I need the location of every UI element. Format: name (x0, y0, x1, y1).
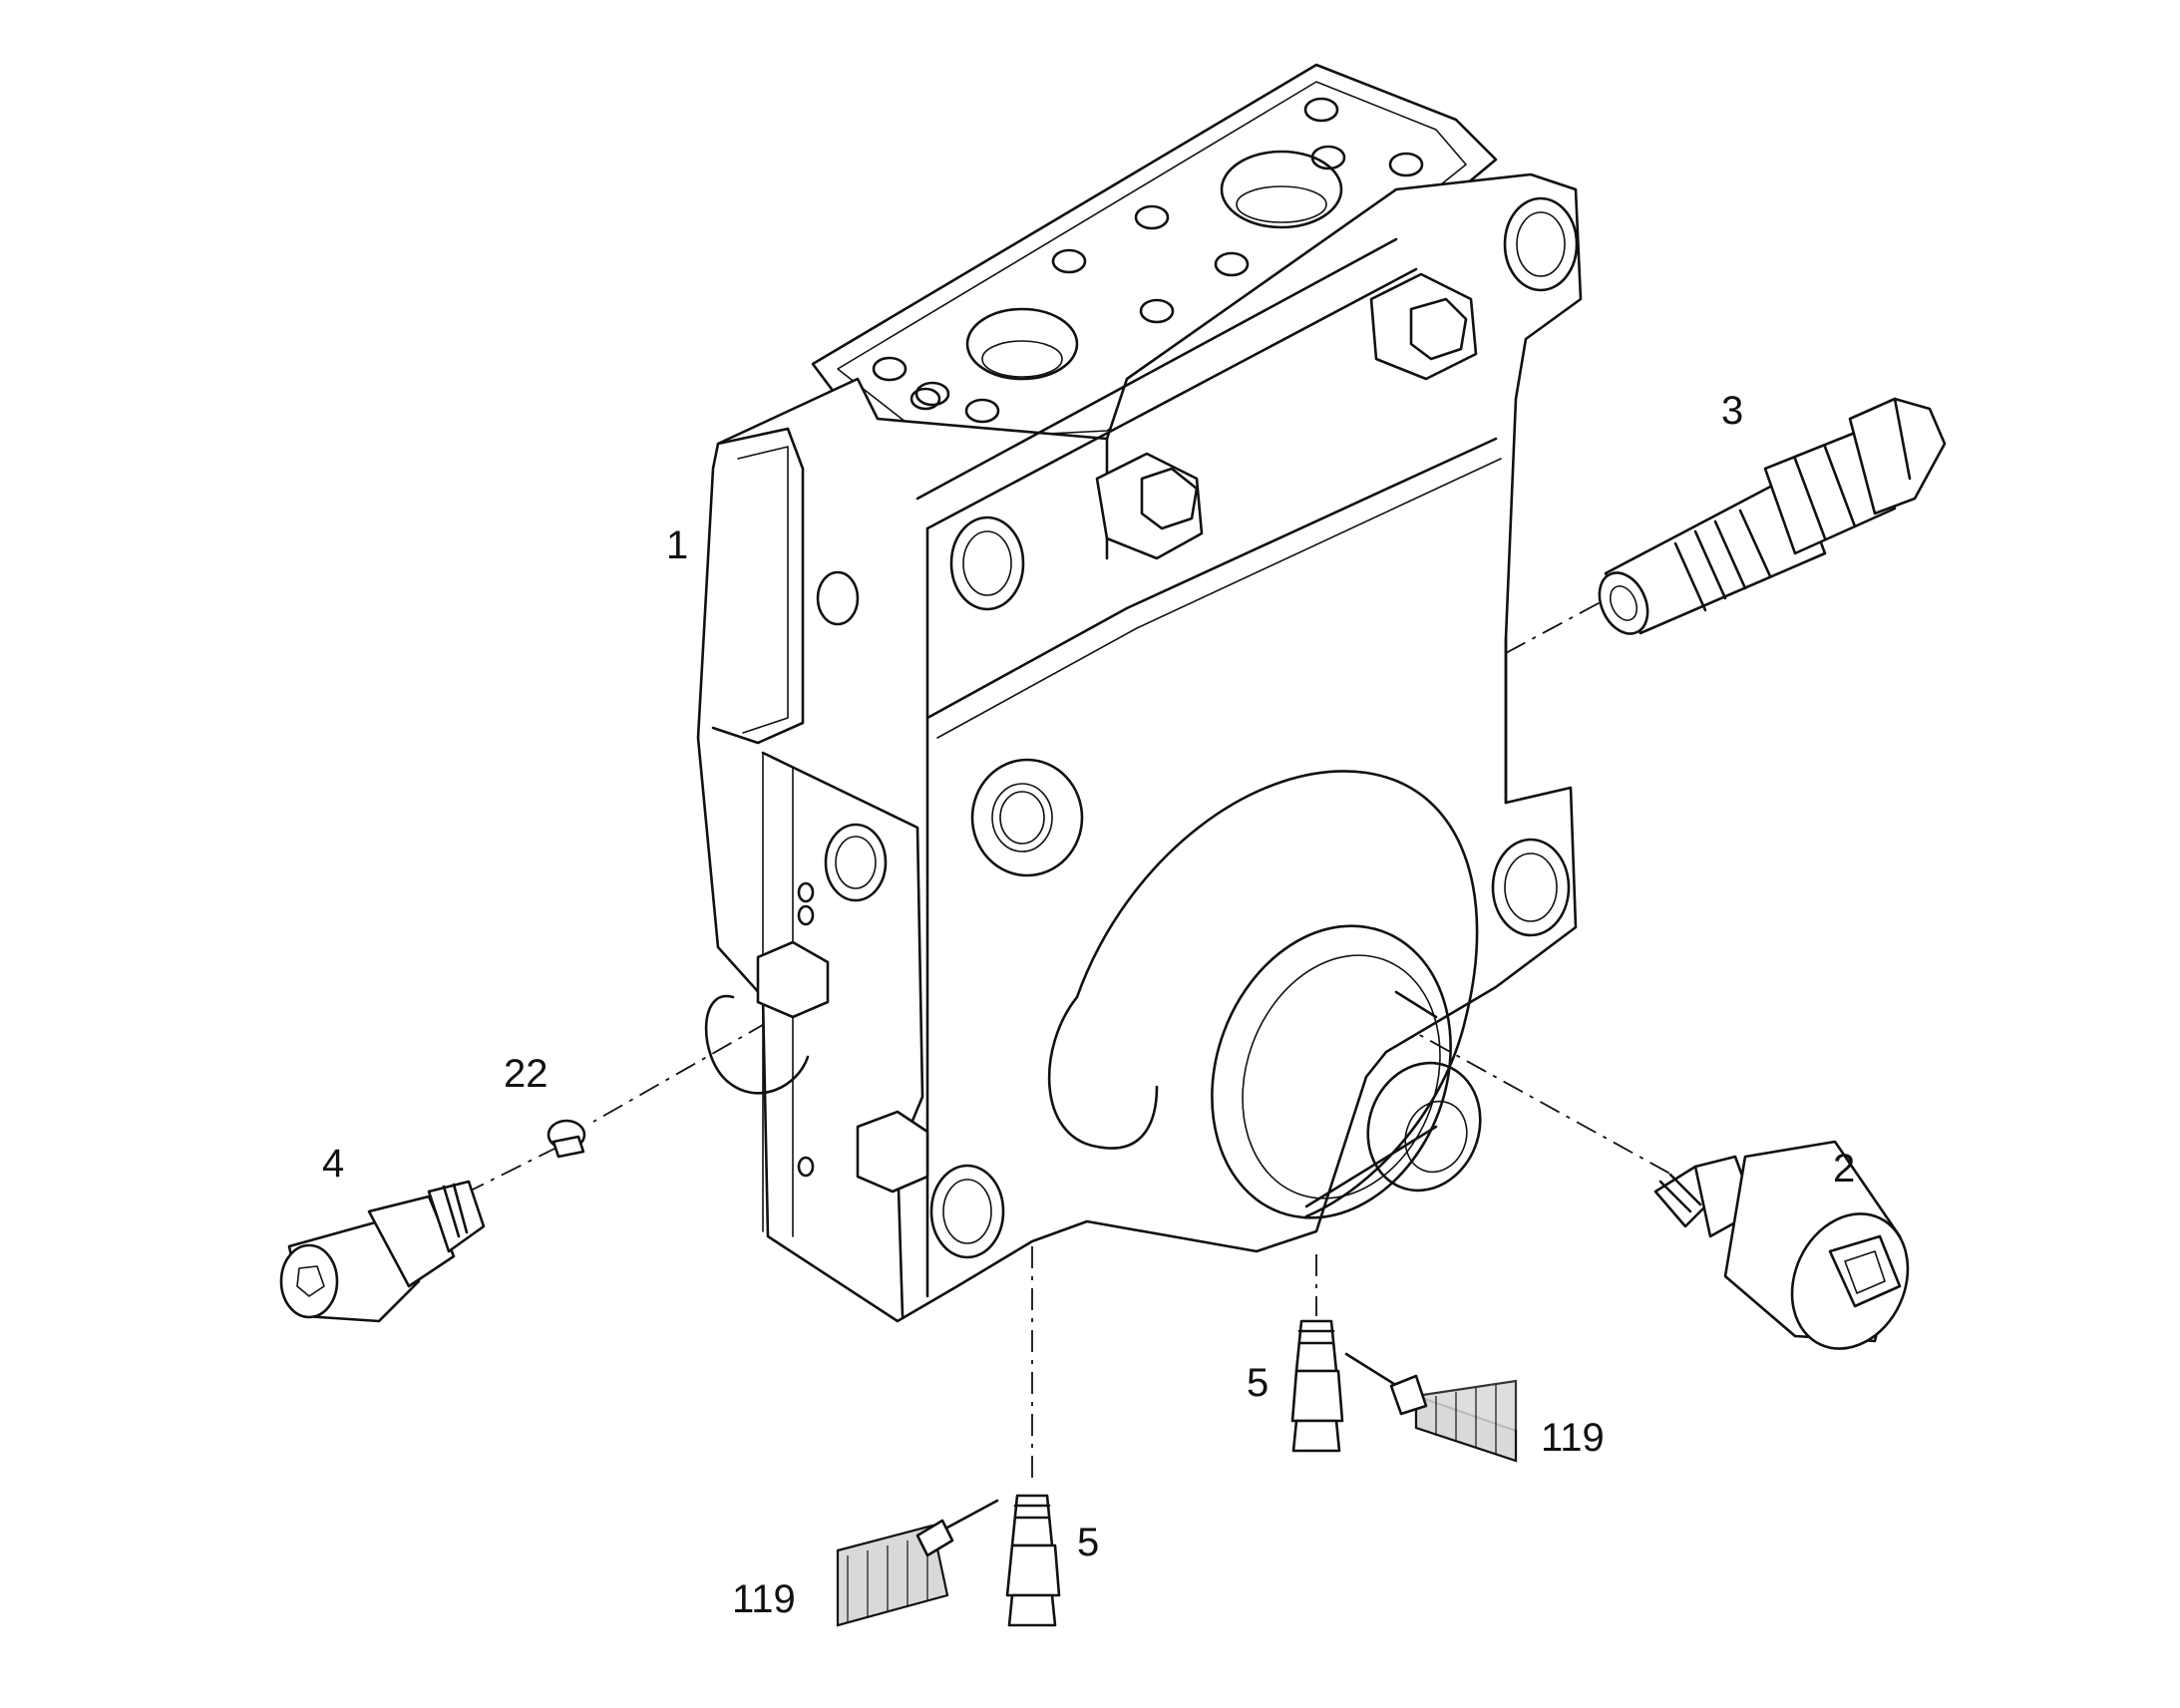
callout-cartridge-valve: 3 (1721, 389, 1743, 433)
top-bolts (1095, 272, 1478, 560)
relief-valve (279, 1180, 486, 1323)
callout-seal: 22 (504, 1052, 548, 1096)
callout-fitting-left: 5 (1077, 1521, 1099, 1564)
callout-sealant-left: 119 (732, 1577, 796, 1621)
callout-housing: 1 (666, 523, 688, 567)
callout-relief-valve: 4 (322, 1142, 344, 1186)
fitting-bottom-left (1005, 1494, 1061, 1627)
seal-ring (546, 1119, 586, 1159)
cartridge-valve (1598, 397, 1947, 635)
sealant-tube-right (1344, 1352, 1518, 1463)
fitting-bottom-right (1290, 1319, 1344, 1453)
valve-housing (696, 63, 1583, 1323)
callout-solenoid-valve: 2 (1833, 1147, 1855, 1191)
assembly-centerlines (468, 582, 1676, 1486)
callout-labels: 1 2 3 4 5 5 22 119 119 (322, 389, 1855, 1621)
callout-fitting-right: 5 (1247, 1361, 1269, 1405)
solenoid-valve (1653, 1140, 1910, 1350)
sealant-tube-left (836, 1499, 999, 1627)
callout-sealant-right: 119 (1541, 1416, 1605, 1460)
